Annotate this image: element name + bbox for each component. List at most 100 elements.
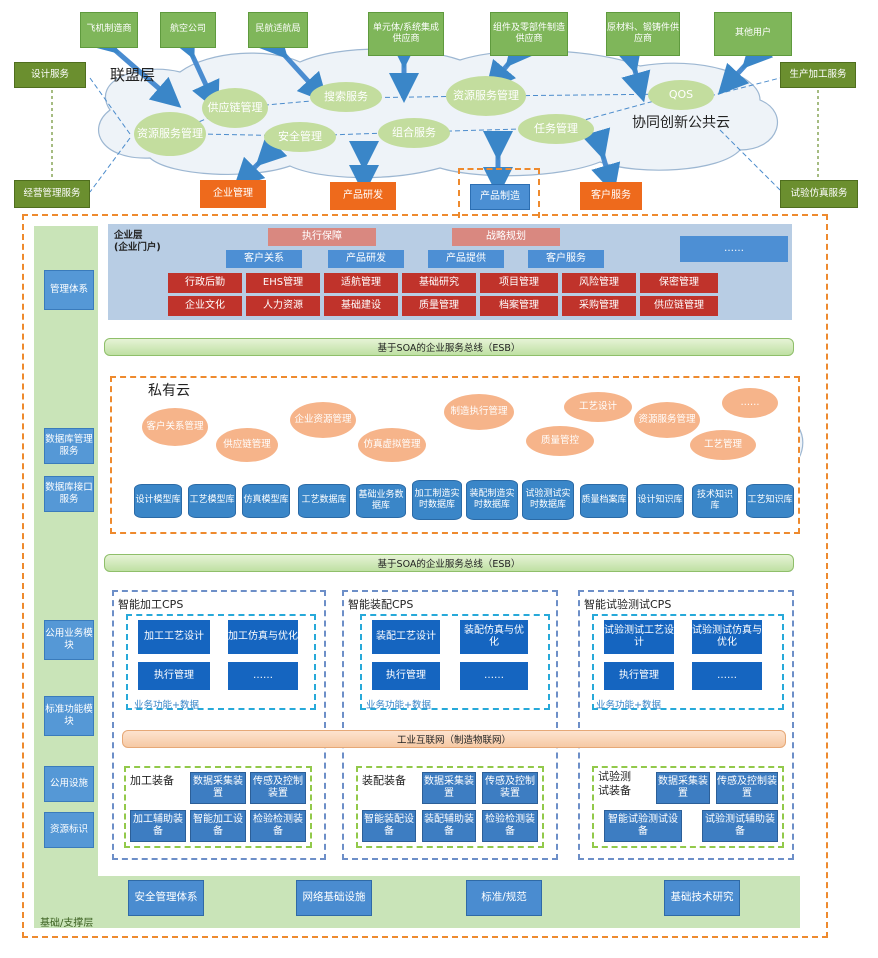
pc-node-resource-service: 资源服务管理 — [634, 402, 700, 438]
management-system-module: 管理体系 — [44, 270, 94, 310]
enterprise-more: …… — [680, 236, 788, 262]
cps-test-title: 智能试验测试CPS — [584, 598, 672, 611]
equip-test-frame — [592, 766, 784, 848]
cloud-node-search: 搜索服务 — [310, 82, 382, 112]
func-supply-chain: 供应链管理 — [640, 296, 718, 316]
func-infrastructure: 基础建设 — [324, 296, 398, 316]
industrial-internet-bus: 工业互联网（制造物联网） — [122, 730, 786, 748]
func-risk-mgmt: 风险管理 — [562, 273, 636, 293]
pc-node-supply-chain: 供应链管理 — [216, 428, 278, 462]
equip-m-data-collection: 数据采集装置 — [190, 772, 246, 804]
cps-machining-business — [126, 614, 316, 710]
cps-a-simulation: 装配仿真与优化 — [460, 620, 528, 654]
esb-bus-lower: 基于SOA的企业服务总线（ESB） — [104, 554, 794, 572]
private-cloud-frame — [110, 376, 800, 534]
db-design-model: 设计模型库 — [134, 484, 182, 518]
cps-m-process-design: 加工工艺设计 — [138, 620, 210, 654]
cps-m-simulation: 加工仿真与优化 — [228, 620, 298, 654]
equip-a-inspection: 检验检测装备 — [482, 810, 538, 842]
cps-a-note: 业务功能+数据 — [366, 700, 431, 711]
cps-a-more: …… — [460, 662, 528, 690]
equip-a-smart-assembly: 智能装配设备 — [362, 810, 416, 842]
func-archives: 档案管理 — [480, 296, 558, 316]
support-security-system: 安全管理体系 — [128, 880, 204, 916]
cps-t-execution: 执行管理 — [604, 662, 674, 690]
cloud-node-task: 任务管理 — [518, 114, 594, 144]
pc-node-process-mgmt: 工艺管理 — [690, 430, 756, 460]
esb-bus-upper: 基于SOA的企业服务总线（ESB） — [104, 338, 794, 356]
func-ehs: EHS管理 — [246, 273, 320, 293]
cps-assembly-frame — [342, 590, 558, 860]
pc-node-process-design: 工艺设计 — [564, 392, 632, 422]
database-management-module: 数据库管理服务 — [44, 428, 94, 464]
equip-t-smart-test: 智能试验测试设备 — [604, 810, 682, 842]
cps-assembly-business — [360, 614, 550, 710]
equip-assembly-frame — [356, 766, 544, 848]
public-facilities-module: 公用设施 — [44, 766, 94, 802]
func-hr: 人力资源 — [246, 296, 320, 316]
db-test-realtime: 试验测试实时数据库 — [522, 480, 574, 520]
cps-test-frame — [578, 590, 794, 860]
public-cloud-title: 协同创新公共云 — [632, 115, 730, 131]
equip-t-data-collection: 数据采集装置 — [656, 772, 710, 804]
partner-airline: 航空公司 — [160, 12, 216, 48]
equip-a-auxiliary: 装配辅助装备 — [422, 810, 476, 842]
execution-assurance: 执行保障 — [268, 228, 376, 246]
cloud-node-supply-chain: 供应链管理 — [202, 88, 268, 128]
design-service: 设计服务 — [14, 62, 86, 88]
cps-t-note: 业务功能+数据 — [596, 700, 661, 711]
production-service: 生产加工服务 — [780, 62, 856, 88]
partner-civil-aviation: 民航适航局 — [248, 12, 308, 48]
pc-node-simulation: 仿真虚拟管理 — [358, 428, 426, 462]
support-basic-tech-research: 基础技术研究 — [664, 880, 740, 916]
cps-a-execution: 执行管理 — [372, 662, 440, 690]
product-manufacturing: 产品制造 — [470, 184, 530, 210]
private-cloud-title: 私有云 — [148, 383, 190, 399]
operation-management-service: 经营管理服务 — [14, 180, 90, 208]
equip-a-sensing-control: 传感及控制装置 — [482, 772, 538, 804]
resource-identification-module: 资源标识 — [44, 812, 94, 848]
func-project-mgmt: 项目管理 — [480, 273, 558, 293]
support-network-infra: 网络基础设施 — [296, 880, 372, 916]
db-process-knowledge: 工艺知识库 — [746, 484, 794, 518]
equip-assembly-title: 装配装备 — [362, 774, 406, 787]
cps-t-more: …… — [692, 662, 762, 690]
equip-machining-frame — [124, 766, 312, 848]
enterprise-frame — [22, 214, 828, 938]
pc-node-customer-relations: 客户关系管理 — [142, 408, 208, 446]
equip-test-title: 试验测试装备 — [598, 770, 631, 798]
product-rd: 产品研发 — [330, 182, 396, 210]
cloud-node-resource-mgmt: 资源服务管理 — [446, 76, 526, 116]
cps-machining-frame — [112, 590, 326, 860]
db-process-data: 工艺数据库 — [298, 484, 350, 518]
cps-a-process-design: 装配工艺设计 — [372, 620, 440, 654]
cloud-node-resource-service: 资源服务管理 — [134, 112, 206, 156]
cps-assembly-title: 智能装配CPS — [348, 598, 414, 611]
equip-m-auxiliary: 加工辅助装备 — [130, 810, 186, 842]
db-assembly-realtime: 装配制造实时数据库 — [466, 480, 518, 520]
partner-aircraft-maker: 飞机制造商 — [80, 12, 138, 48]
database-interface-module: 数据库接口服务 — [44, 476, 94, 512]
equip-t-auxiliary: 试验测试辅助装备 — [702, 810, 778, 842]
cps-m-more: …… — [228, 662, 298, 690]
db-design-knowledge: 设计知识库 — [636, 484, 684, 518]
customer-service: 客户服务 — [580, 182, 642, 210]
support-standards: 标准/规范 — [466, 880, 542, 916]
func-administration: 行政后勤 — [168, 273, 242, 293]
test-simulation-service: 试验仿真服务 — [780, 180, 858, 208]
pc-node-resource-mgmt: 企业资源管理 — [290, 402, 356, 438]
cloud-node-security: 安全管理 — [264, 122, 336, 152]
func-airworthiness: 适航管理 — [324, 273, 398, 293]
tab-product-rd: 产品研发 — [328, 250, 404, 268]
public-business-module: 公用业务模块 — [44, 620, 94, 660]
partner-raw-material: 原材料、锻铸件供应商 — [606, 12, 680, 56]
alliance-layer-title: 联盟层 — [110, 66, 156, 84]
db-machining-realtime: 加工制造实时数据库 — [412, 480, 462, 520]
equip-m-smart-machining: 智能加工设备 — [190, 810, 246, 842]
equip-m-inspection: 检验检测装备 — [250, 810, 306, 842]
func-quality: 质量管理 — [402, 296, 476, 316]
cps-m-execution: 执行管理 — [138, 662, 210, 690]
equip-a-data-collection: 数据采集装置 — [422, 772, 476, 804]
func-procurement: 采购管理 — [562, 296, 636, 316]
